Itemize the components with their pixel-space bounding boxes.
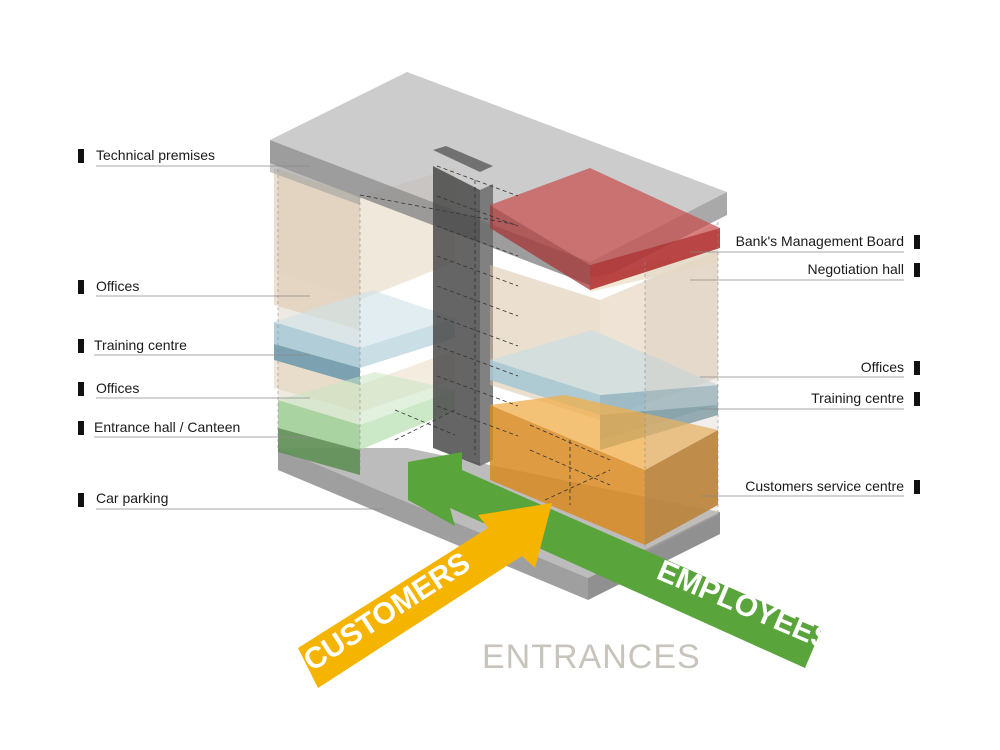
label-negotiation-hall: Negotiation hall — [807, 261, 904, 277]
label-entrance-hall: Entrance hall / Canteen — [94, 419, 240, 435]
entrances-caption: ENTRANCES — [482, 638, 701, 676]
label-customers-service: Customers service centre — [745, 478, 904, 494]
label-training-centre-right: Training centre — [811, 390, 904, 406]
label-offices-right: Offices — [861, 359, 904, 375]
left-labels: Technical premises Offices Training cent… — [78, 147, 384, 510]
label-technical-premises: Technical premises — [96, 147, 215, 163]
elevator-core — [433, 146, 493, 466]
label-offices-lower: Offices — [96, 380, 139, 396]
left-block — [270, 163, 455, 475]
outline-edges — [277, 163, 719, 552]
right-block — [490, 222, 718, 552]
label-car-parking: Car parking — [96, 490, 168, 506]
management-board-volume — [490, 168, 720, 290]
customers-arrow-label: CUSTOMERS — [298, 546, 476, 678]
right-labels: Bank's Management Board Negotiation hall… — [690, 233, 920, 497]
circulation-arrows — [359, 165, 611, 505]
label-offices-upper: Offices — [96, 278, 139, 294]
label-training-centre-left: Training centre — [94, 337, 187, 353]
label-management-board: Bank's Management Board — [736, 233, 904, 249]
